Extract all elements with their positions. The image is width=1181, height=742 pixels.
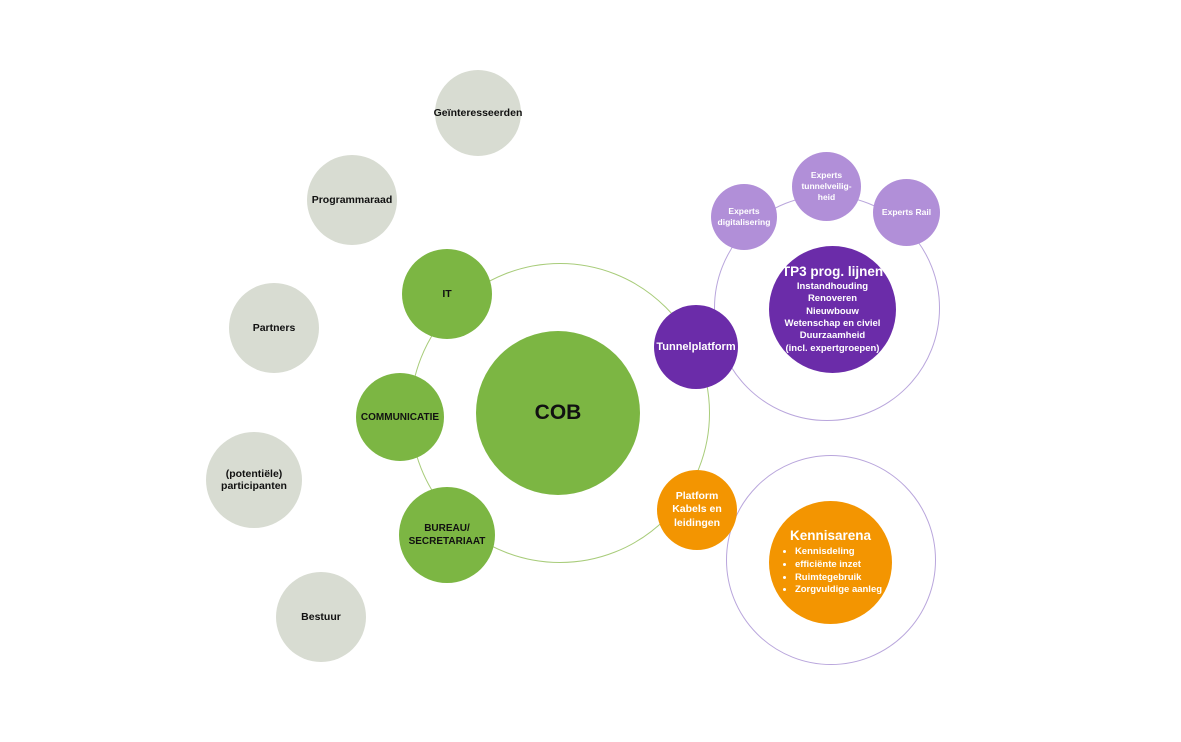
tp3-program-lines: Instandhouding Renoveren Nieuwbouw Weten…	[784, 280, 881, 354]
bestuur-label: Bestuur	[301, 611, 341, 623]
node-tunnelplatform: Tunnelplatform	[654, 305, 738, 389]
kennisarena-item: Kennisdeling	[795, 546, 882, 559]
platform-kabels-label: Platform Kabels en leidingen	[672, 489, 722, 529]
potentiele-participanten-label: (potentiële) participanten	[221, 468, 287, 492]
kennisarena-orbit-ring	[726, 455, 936, 665]
node-kennisarena: Kennisarena Kennisdeling efficiënte inze…	[769, 501, 892, 624]
node-experts-tunnelveiligheid: Experts tunnelveilig- heid	[792, 152, 861, 221]
node-it: IT	[402, 249, 492, 339]
programmaraad-label: Programmaraad	[311, 194, 393, 206]
experts-digitalisering-label: Experts digitalisering	[717, 205, 771, 227]
node-programmaraad: Programmaraad	[307, 155, 397, 245]
kennisarena-list: Kennisdeling efficiënte inzet Ruimtegebr…	[779, 546, 882, 597]
experts-tunnelveiligheid-label: Experts tunnelveilig- heid	[801, 169, 852, 203]
communicatie-label: COMMUNICATIE	[360, 411, 440, 423]
node-communicatie: COMMUNICATIE	[356, 373, 444, 461]
node-bestuur: Bestuur	[276, 572, 366, 662]
node-geinteresseerden: Geïnteresseerden	[433, 70, 523, 156]
bureau-secretariaat-label: BUREAU/ SECRETARIAAT	[408, 522, 486, 548]
kennisarena-title: Kennisarena	[789, 527, 872, 543]
experts-rail-label: Experts Rail	[881, 206, 932, 217]
node-experts-rail: Experts Rail	[873, 179, 940, 246]
node-cob-center: COB	[476, 331, 640, 495]
kennisarena-item: efficiënte inzet	[795, 559, 882, 572]
node-tp3-prog-lijnen: TP3 prog. lijnen Instandhouding Renovere…	[769, 246, 896, 373]
kennisarena-item: Zorgvuldige aanleg	[795, 584, 882, 597]
tunnelplatform-label: Tunnelplatform	[656, 341, 736, 353]
node-potentiele-participanten: (potentiële) participanten	[206, 432, 302, 528]
partners-label: Partners	[252, 322, 296, 334]
tp3-title: TP3 prog. lijnen	[781, 263, 884, 279]
it-label: IT	[442, 288, 452, 300]
node-partners: Partners	[229, 283, 319, 373]
cob-label: COB	[534, 401, 582, 424]
node-bureau-secretariaat: BUREAU/ SECRETARIAAT	[399, 487, 495, 583]
node-platform-kabels-en-leidingen: Platform Kabels en leidingen	[657, 470, 737, 550]
kennisarena-item: Ruimtegebruik	[795, 572, 882, 585]
geinteresseerden-label: Geïnteresseerden	[433, 107, 523, 119]
node-experts-digitalisering: Experts digitalisering	[711, 184, 777, 250]
